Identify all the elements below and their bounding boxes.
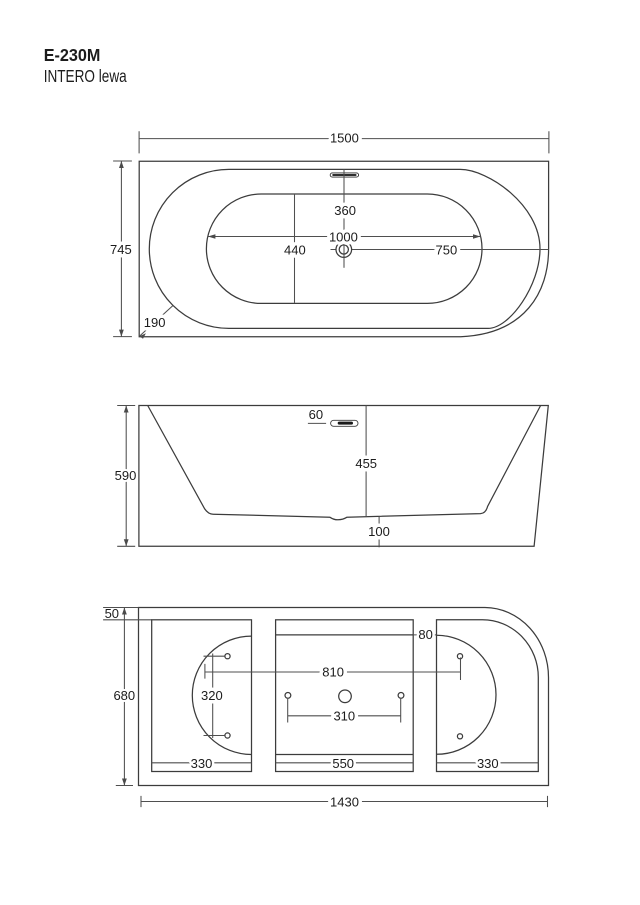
svg-text:80: 80 [418,627,432,642]
svg-text:190: 190 [144,315,166,330]
svg-text:680: 680 [113,688,135,703]
svg-text:INTERO lewa: INTERO lewa [44,66,127,86]
svg-text:1500: 1500 [330,131,359,146]
svg-text:310: 310 [333,709,355,724]
svg-text:360: 360 [334,203,356,218]
svg-text:745: 745 [110,242,132,257]
svg-text:550: 550 [332,756,354,771]
svg-text:750: 750 [436,243,458,258]
svg-text:1430: 1430 [330,794,359,809]
svg-text:330: 330 [477,756,499,771]
svg-text:50: 50 [105,606,119,621]
svg-text:330: 330 [191,756,213,771]
svg-text:440: 440 [284,243,306,258]
svg-text:810: 810 [322,665,344,680]
svg-text:E-230M: E-230M [44,46,101,65]
svg-text:60: 60 [309,407,323,422]
svg-text:100: 100 [368,524,390,539]
svg-text:320: 320 [201,688,223,703]
svg-text:455: 455 [355,456,377,471]
svg-text:590: 590 [115,468,137,483]
svg-text:1000: 1000 [329,229,358,244]
